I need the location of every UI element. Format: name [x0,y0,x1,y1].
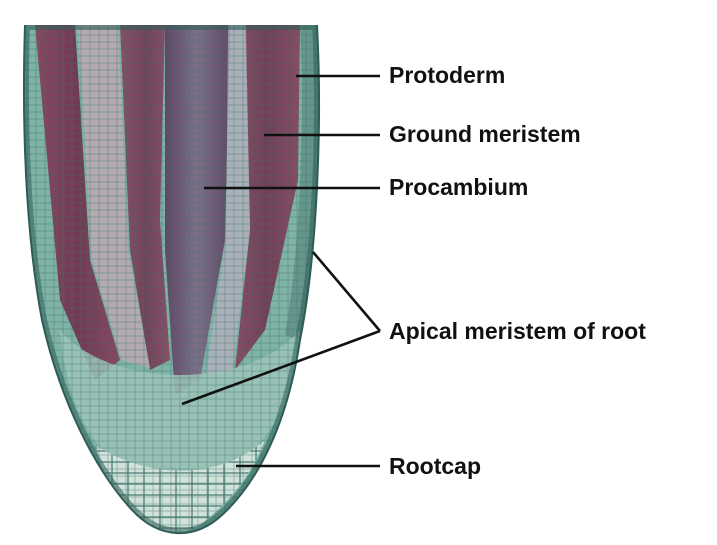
label-apical-meristem: Apical meristem of root [389,318,646,344]
root-tissue [23,25,319,534]
cell-grid [23,25,319,534]
leader-lines [181,74,381,468]
label-rootcap: Rootcap [389,453,481,479]
label-protoderm: Protoderm [389,62,506,88]
apical-meristem-leader-lower [181,329,381,406]
label-ground-meristem: Ground meristem [389,121,581,147]
apical-meristem-leader-upper [312,251,381,332]
root-outline [22,24,320,535]
label-procambium: Procambium [389,174,529,200]
